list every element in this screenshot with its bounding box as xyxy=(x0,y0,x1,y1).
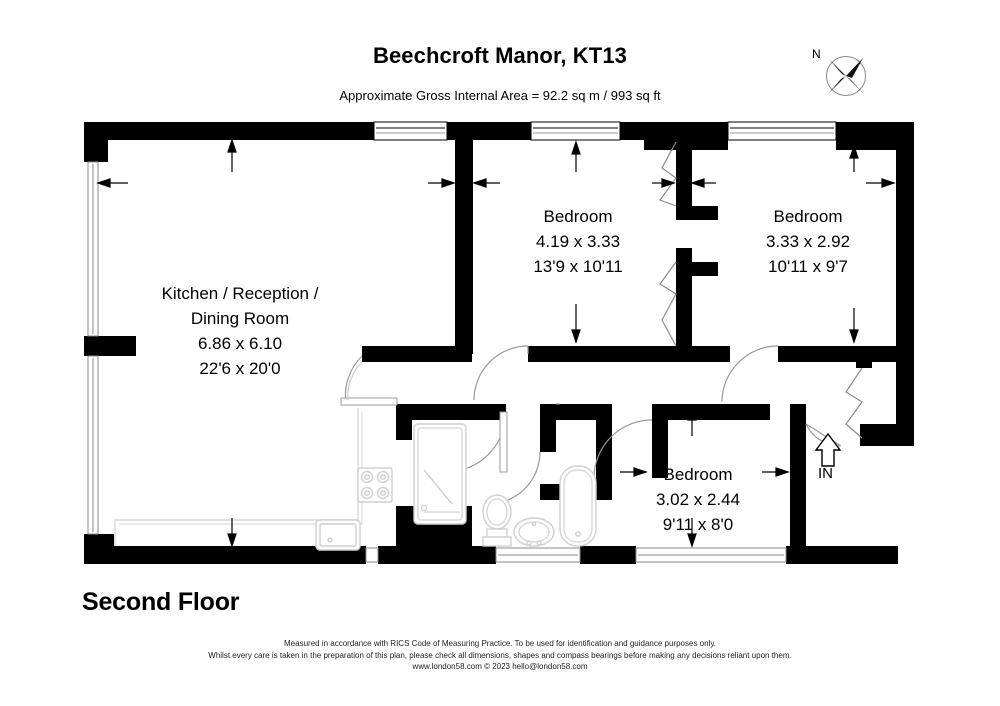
dim-arrow-partition-left xyxy=(428,178,456,188)
room-dim-metric: 3.33 x 2.92 xyxy=(765,232,851,251)
room-name-line1: Bedroom xyxy=(663,465,733,484)
shower-tray xyxy=(413,423,467,525)
dim-arrow-kitchen-bottom xyxy=(227,518,237,548)
door-bedroom-second xyxy=(721,345,779,403)
kitchen-sink xyxy=(315,519,361,551)
footer-line-2: Whilst every care is taken in the prepar… xyxy=(208,650,792,660)
toilet xyxy=(482,494,512,547)
dim-arrow-kitchen-top xyxy=(227,138,237,172)
room-dim-imperial: 10'11 x 9'7 xyxy=(768,257,848,276)
room-dim-imperial: 13'9 x 10'11 xyxy=(533,257,623,276)
dim-arrow-bedroom-second-left xyxy=(652,178,676,188)
door-bedroom-main xyxy=(473,345,529,401)
room-name-line2: Dining Room xyxy=(190,309,290,328)
dim-arrow-bedroom-third-bottom xyxy=(687,518,697,548)
dim-arrow-bedroom-third-right xyxy=(762,467,790,477)
dimension-arrows xyxy=(96,138,896,548)
entrance-label: IN xyxy=(818,465,833,482)
room-label-bedroom-main: Bedroom 4.19 x 3.33 13'9 x 10'11 xyxy=(498,204,658,279)
door-bedroom-third xyxy=(593,419,653,479)
dim-arrow-bedroom-main-top xyxy=(571,140,581,172)
door-closet-lower xyxy=(659,261,677,347)
window-bottom-left xyxy=(365,547,379,563)
room-name-line1: Bedroom xyxy=(773,207,843,226)
window-top-left xyxy=(373,121,448,141)
compass-north-label: N xyxy=(812,47,821,61)
walls xyxy=(84,122,914,564)
room-dim-metric: 6.86 x 6.10 xyxy=(197,334,283,353)
dim-arrow-bedroom-second-bottom xyxy=(849,308,859,344)
room-dim-metric: 3.02 x 2.44 xyxy=(655,490,741,509)
kitchen-hob xyxy=(357,467,393,503)
footer-line-1: Measured in accordance with RICS Code of… xyxy=(284,639,716,648)
footer-disclaimer: Measured in accordance with RICS Code of… xyxy=(0,638,1000,673)
compass-rose: N xyxy=(808,48,880,104)
bathtub xyxy=(559,465,597,547)
footer-line-3: www.london58.com © 2023 hello@london58.c… xyxy=(412,662,588,671)
room-dim-imperial: 9'11 x 8'0 xyxy=(662,515,734,534)
room-dim-metric: 4.19 x 3.33 xyxy=(535,232,621,251)
window-top-right xyxy=(727,121,837,141)
dim-arrow-bedroom-second-edge xyxy=(866,178,896,188)
entrance-arrow-icon xyxy=(814,432,842,467)
dim-arrow-bedroom-main-bottom xyxy=(571,304,581,344)
room-label-kitchen-reception-dining: Kitchen / Reception / Dining Room 6.86 x… xyxy=(120,281,360,381)
dim-arrow-bedroom-third-left xyxy=(620,467,648,477)
fixtures xyxy=(114,408,597,551)
room-dim-imperial: 22'6 x 20'0 xyxy=(199,359,281,378)
door-wardrobe-right xyxy=(845,367,863,439)
room-label-bedroom-second: Bedroom 3.33 x 2.92 10'11 x 9'7 xyxy=(728,204,888,279)
dim-arrow-bedroom-third-top xyxy=(687,406,697,436)
window-left-upper xyxy=(87,161,99,337)
page-title: Beechcroft Manor, KT13 xyxy=(372,43,628,68)
room-label-bedroom-third: Bedroom 3.02 x 2.44 9'11 x 8'0 xyxy=(618,462,778,537)
area-subtitle: Approximate Gross Internal Area = 92.2 s… xyxy=(339,88,661,103)
windows xyxy=(87,121,837,563)
door-kitchen xyxy=(340,355,398,406)
dim-arrow-bedroom-second-top xyxy=(849,144,859,172)
room-name-line1: Bedroom xyxy=(543,207,613,226)
floor-label: Second Floor xyxy=(82,588,240,616)
wash-basin xyxy=(513,517,555,547)
kitchen-worktop xyxy=(114,408,363,546)
window-left-lower xyxy=(87,355,99,535)
dim-arrow-bedroom-second-right xyxy=(690,178,716,188)
dim-arrow-partition-right xyxy=(472,178,500,188)
door-closet-upper xyxy=(659,141,677,207)
compass-rose-icon xyxy=(826,56,866,96)
window-bottom-center-b xyxy=(635,547,787,563)
window-top-center xyxy=(530,121,621,141)
dim-arrow-kitchen-left xyxy=(96,178,128,188)
window-bottom-center-a xyxy=(495,547,581,563)
room-name-line1: Kitchen / Reception / xyxy=(161,284,319,303)
